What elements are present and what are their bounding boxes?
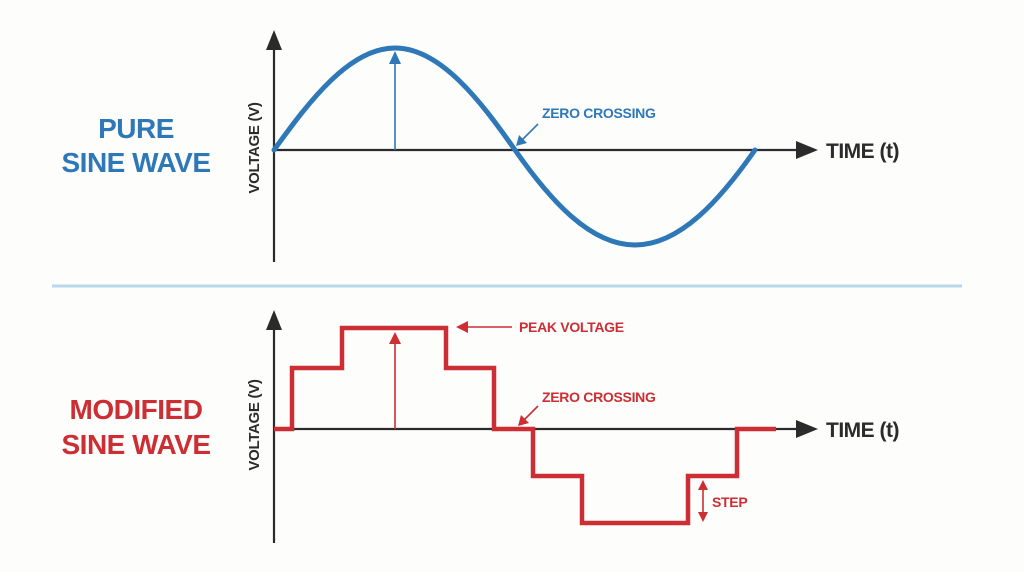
- pure-sine-curve: [271, 45, 758, 248]
- pure-zero-crossing-arrow-icon: [516, 135, 527, 146]
- modified-zero-crossing-pointer: [523, 405, 539, 421]
- modified-x-axis-label: TIME (t): [826, 419, 899, 442]
- modified-zero-crossing-label: ZERO CROSSING: [542, 389, 656, 405]
- modified-title-line2: SINE WAVE: [61, 429, 210, 460]
- peak-voltage-arrow-icon: [456, 321, 468, 333]
- pure-x-axis-label: TIME (t): [826, 140, 899, 163]
- peak-voltage-label: PEAK VOLTAGE: [519, 319, 624, 335]
- pure-zero-crossing-pointer: [521, 123, 539, 141]
- pure-x-axis-arrow-icon: [796, 141, 818, 159]
- pure-peak-arrow-icon: [389, 51, 401, 64]
- pure-y-axis-arrow-icon: [266, 30, 282, 50]
- modified-peak-arrow-icon: [389, 332, 401, 344]
- modified-sine-panel: MODIFIED SINE WAVE VOLTAGE (V) TIME (t) …: [61, 310, 899, 543]
- pure-zero-crossing-label: ZERO CROSSING: [542, 105, 656, 121]
- step-arrow-up-icon: [698, 480, 708, 490]
- step-arrow-down-icon: [698, 512, 708, 522]
- pure-sine-panel: PURE SINE WAVE VOLTAGE (V) TIME (t) ZERO…: [61, 30, 899, 262]
- step-label: STEP: [712, 494, 747, 510]
- pure-y-axis-label: VOLTAGE (V): [246, 102, 263, 193]
- modified-step-waveform: [274, 325, 776, 526]
- pure-title-line1: PURE: [98, 113, 174, 144]
- pure-title-line2: SINE WAVE: [61, 147, 210, 178]
- modified-y-axis-arrow-icon: [266, 310, 282, 330]
- modified-title-line1: MODIFIED: [70, 394, 203, 425]
- modified-x-axis-arrow-icon: [796, 420, 818, 438]
- modified-zero-crossing-arrow-icon: [518, 415, 529, 426]
- modified-y-axis-label: VOLTAGE (V): [246, 379, 263, 470]
